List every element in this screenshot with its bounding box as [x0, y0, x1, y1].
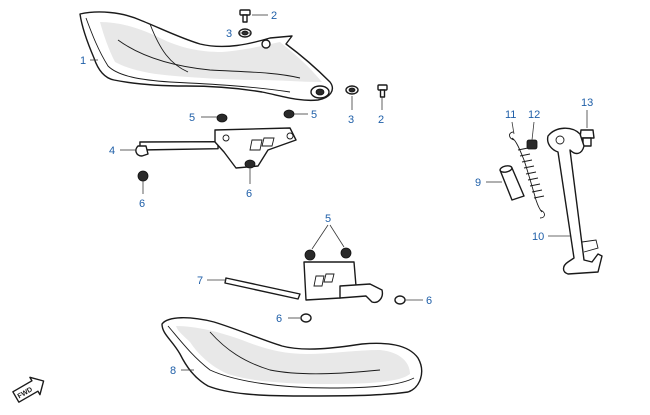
- callout-6[interactable]: 6: [426, 295, 432, 307]
- callout-5[interactable]: 5: [311, 109, 317, 121]
- callout-6[interactable]: 6: [276, 313, 282, 325]
- nut-6-lower-right[interactable]: [394, 295, 406, 305]
- callout-13[interactable]: 13: [581, 97, 593, 109]
- nut-5-left[interactable]: [216, 113, 228, 123]
- grommet-3-right[interactable]: [345, 85, 359, 95]
- forward-arrow-icon: [12, 376, 45, 403]
- bracket-upper[interactable]: [135, 127, 297, 169]
- nut-5-right[interactable]: [283, 109, 295, 119]
- callout-2[interactable]: 2: [271, 10, 277, 22]
- sleeve-9[interactable]: [499, 165, 525, 201]
- callout-5[interactable]: 5: [325, 213, 331, 225]
- nut-5-lower-right[interactable]: [340, 247, 352, 259]
- callout-6[interactable]: 6: [139, 198, 145, 210]
- callout-10[interactable]: 10: [532, 231, 544, 243]
- callout-5[interactable]: 5: [189, 112, 195, 124]
- bolt-12[interactable]: [526, 139, 538, 150]
- bracket-lower[interactable]: [224, 261, 384, 304]
- screw-2-right[interactable]: [377, 84, 388, 98]
- callout-4[interactable]: 4: [109, 145, 115, 157]
- callout-labels: 2 3 1 3 2 5 5 4 6 6 11 12 13 9 10 5 7 6 …: [80, 10, 593, 377]
- callout-7[interactable]: 7: [197, 275, 203, 287]
- nut-6-bracket[interactable]: [244, 159, 256, 169]
- callout-1[interactable]: 1: [80, 55, 86, 67]
- side-stand-10[interactable]: [546, 127, 603, 275]
- nut-6-left[interactable]: [137, 170, 149, 182]
- screw-2-top[interactable]: [239, 9, 251, 23]
- callout-3[interactable]: 3: [226, 28, 232, 40]
- callout-2[interactable]: 2: [378, 114, 384, 126]
- callout-6[interactable]: 6: [246, 188, 252, 200]
- callout-12[interactable]: 12: [528, 109, 540, 121]
- callout-11[interactable]: 11: [505, 109, 516, 121]
- leader-lines: [90, 14, 588, 371]
- callout-8[interactable]: 8: [170, 365, 176, 377]
- callout-3[interactable]: 3: [348, 114, 354, 126]
- spring-11[interactable]: [509, 131, 545, 219]
- side-cover-upper[interactable]: [79, 11, 334, 102]
- nut-6-lower-left[interactable]: [300, 313, 312, 323]
- callout-9[interactable]: 9: [475, 177, 481, 189]
- nut-5-lower-left[interactable]: [304, 249, 316, 261]
- side-cover-lower[interactable]: [161, 317, 423, 397]
- forward-badge: FWD: [12, 376, 45, 403]
